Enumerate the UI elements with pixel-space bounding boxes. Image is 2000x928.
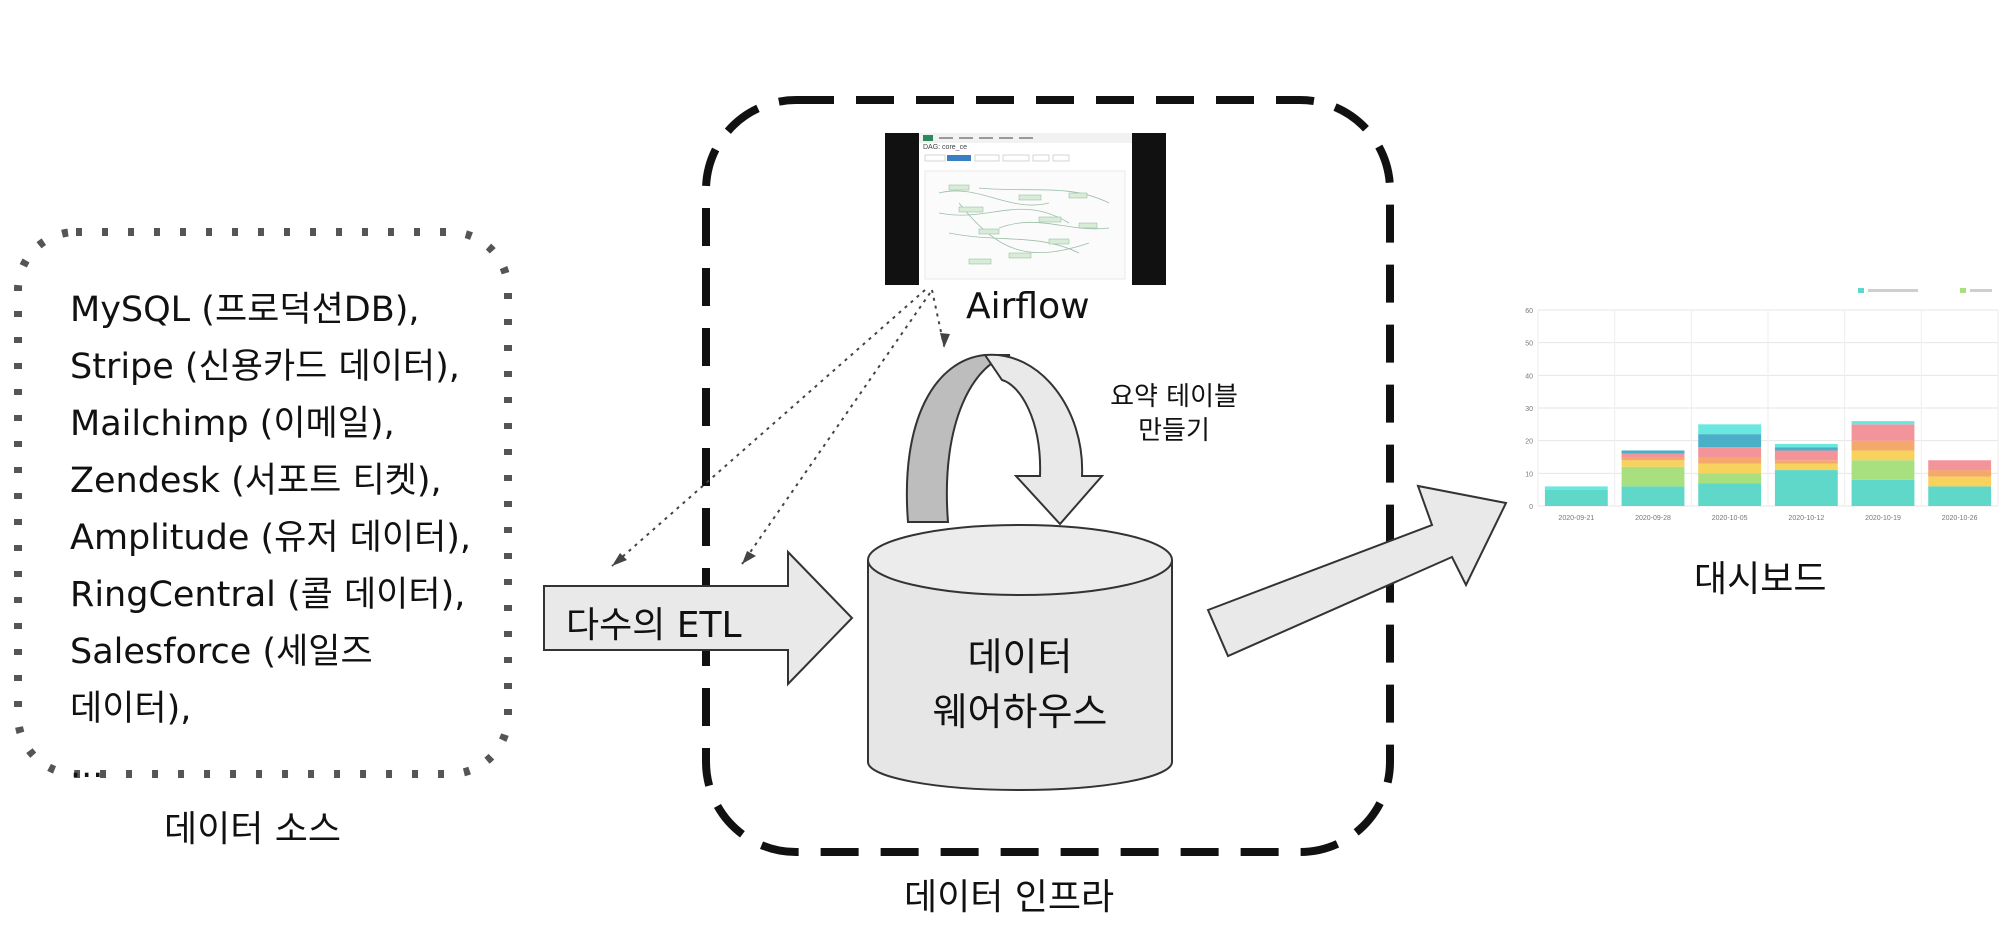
summary-loop-arrow-front	[983, 353, 1105, 526]
warehouse-label: 데이터 웨어하우스	[870, 630, 1170, 740]
x-tick-label: 2020-09-28	[1635, 515, 1671, 522]
dotted-arrowhead	[742, 551, 756, 564]
bar-segment	[1621, 457, 1685, 461]
airflow-to-loop-dotted-line	[931, 289, 945, 347]
bar-segment	[1851, 460, 1915, 480]
data-source-item: MySQL (프로덕션DB),	[70, 290, 420, 330]
x-tick-label: 2020-10-26	[1942, 515, 1978, 522]
bar-segment	[1621, 460, 1685, 467]
dotted-arrowhead	[612, 553, 627, 566]
bar-segment	[1851, 440, 1915, 451]
x-tick-label: 2020-09-21	[1558, 515, 1594, 522]
bar-segment	[1621, 450, 1685, 454]
x-tick-label: 2020-10-05	[1712, 515, 1748, 522]
data-source-item: Stripe (신용카드 데이터),	[70, 347, 460, 387]
bar-segment	[1928, 486, 1992, 506]
data-source-item: Zendesk (서포트 티켓),	[70, 461, 442, 501]
data-source-item: RingCentral (콜 데이터),	[70, 575, 466, 615]
data-source-item: Amplitude (유저 데이터),	[70, 518, 472, 558]
bar-segment	[1928, 470, 1992, 477]
data-source-item: Salesforce (세일즈	[70, 632, 373, 672]
bar-segment	[1774, 447, 1838, 451]
legend-swatch	[1960, 288, 1966, 293]
etl-arrow	[543, 549, 854, 687]
warehouse-cylinder-top	[867, 524, 1173, 596]
airflow-ui-drawing	[919, 133, 1132, 280]
bar-segment	[1698, 434, 1762, 448]
airflow-label: Airflow	[966, 286, 1090, 327]
data-infra-box	[702, 96, 1394, 856]
airflow-to-etl-dotted-line	[741, 292, 931, 565]
airflow-to-etl-dotted-line	[611, 289, 926, 567]
y-tick-label: 40	[1525, 373, 1533, 380]
summary-table-label-line1: 요약 테이블	[1110, 382, 1238, 412]
dashboard-chart: 0 10 20 30 40 50 60 2020-09-21 2020-09-28 2020-10…	[1525, 288, 1999, 522]
bar-segment	[1774, 460, 1838, 464]
data-source-item: ...	[70, 746, 104, 786]
bar-segment	[1774, 443, 1838, 448]
summary-table-label: 요약 테이블 만들기	[1094, 380, 1254, 448]
bar-segment	[1928, 476, 1992, 487]
data-infra-label: 데이터 인프라	[904, 877, 1115, 918]
airflow-screenshot: DAG: core_ce	[885, 133, 1166, 285]
airflow-dag-title: DAG: core_ce	[923, 144, 967, 151]
y-tick-label: 60	[1525, 308, 1533, 315]
bar-segment	[1621, 466, 1685, 487]
bar-segment	[1698, 463, 1762, 474]
dashboard-arrow	[1206, 484, 1508, 658]
x-tick-label: 2020-10-12	[1788, 515, 1824, 522]
bar-segment	[1698, 424, 1762, 435]
bar-segment	[1698, 457, 1762, 464]
data-sources-box	[14, 228, 512, 778]
legend	[1858, 288, 1992, 293]
bar-segment	[1774, 470, 1838, 506]
summary-loop-arrow-back	[905, 354, 1011, 523]
dashboard-label: 대시보드	[1694, 559, 1827, 600]
y-tick-label: 0	[1529, 504, 1533, 511]
y-tick-label: 10	[1525, 471, 1533, 478]
bar-segment	[1774, 463, 1838, 471]
legend-text-placeholder	[1868, 289, 1918, 292]
bar-segment	[1851, 479, 1915, 506]
summary-table-label-line2: 만들기	[1138, 416, 1210, 446]
bar-segment	[1621, 453, 1685, 457]
bar-segment	[1698, 447, 1762, 457]
bar-segment	[1851, 421, 1915, 425]
x-tick-label: 2020-10-19	[1865, 515, 1901, 522]
etl-label: 다수의 ETL	[566, 605, 742, 646]
bar-segment	[1544, 486, 1608, 490]
warehouse-label-line1: 데이터	[967, 635, 1073, 679]
data-source-item: 데이터),	[70, 689, 192, 729]
airflow-ui-thumbnail: DAG: core_ce	[919, 133, 1132, 285]
bar-segment	[1698, 483, 1762, 506]
bar-segment	[1851, 424, 1915, 441]
data-sources-label: 데이터 소스	[164, 809, 342, 850]
legend-swatch	[1858, 288, 1864, 293]
bar-segment	[1774, 450, 1838, 461]
bar-segment	[1851, 450, 1915, 461]
bar-segment	[1621, 486, 1685, 506]
data-source-list: MySQL (프로덕션DB), Stripe (신용카드 데이터), Mailc…	[70, 282, 510, 795]
warehouse-label-line2: 웨어하우스	[932, 690, 1108, 734]
bar-segment	[1544, 489, 1608, 506]
y-tick-label: 20	[1525, 439, 1533, 446]
dotted-arrowhead	[940, 333, 950, 348]
bar-segment	[1698, 473, 1762, 484]
y-tick-label: 30	[1525, 406, 1533, 413]
bar-segment	[1928, 460, 1992, 471]
y-tick-label: 50	[1525, 341, 1533, 348]
data-source-item: Mailchimp (이메일),	[70, 404, 395, 444]
warehouse-cylinder	[867, 560, 1173, 791]
legend-text-placeholder	[1970, 289, 1992, 292]
